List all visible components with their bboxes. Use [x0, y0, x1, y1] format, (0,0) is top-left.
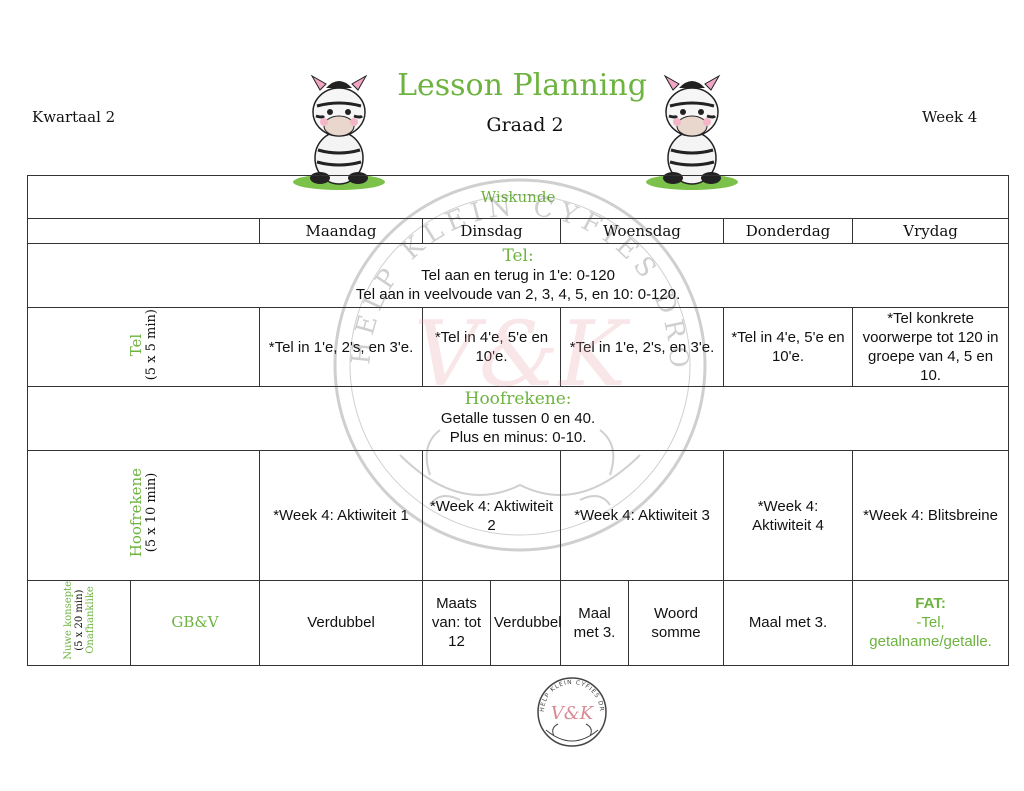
- hoofrekene-row-label: Hoofrekene(5 x 10 min): [27, 450, 260, 581]
- page-title: Lesson Planning: [397, 68, 647, 103]
- konsepte-tuesday-b: Verdubbel: [490, 580, 562, 666]
- subject-title: Wiskunde: [26, 175, 1010, 219]
- hoofrekene-line: Getalle tussen 0 en 40.: [440, 410, 596, 427]
- logo-initials: V&K: [551, 703, 595, 724]
- day-thursday: Donderdag: [723, 218, 853, 244]
- konsepte-duration: (5 x 20 min): [73, 589, 85, 651]
- day-monday: Maandag: [259, 218, 423, 244]
- konsepte-independent: Onafhanklike: [84, 586, 96, 655]
- day-friday: Vrydag: [851, 218, 1010, 244]
- tel-title: Tel:: [502, 246, 534, 266]
- tel-row-label: Tel(5 x 5 min): [27, 307, 260, 387]
- day-tuesday: Dinsdag: [422, 218, 561, 244]
- zebra-left-icon: [293, 74, 385, 190]
- hoofrekene-title: Hoofrekene:: [464, 389, 572, 409]
- tel-line: Tel aan en terug in 1'e: 0-120: [421, 267, 615, 284]
- hoofrekene-label: Hoofrekene: [127, 468, 145, 558]
- zebra-right-icon: [646, 74, 738, 190]
- hoofrekene-line: Plus en minus: 0-10.: [449, 429, 587, 446]
- konsepte-thursday: Maal met 3.: [723, 580, 853, 666]
- konsepte-monday: Verdubbel: [259, 580, 423, 666]
- hoofrekene-friday: *Week 4: Blitsbreine: [851, 450, 1010, 581]
- hoofrekene-monday: *Week 4: Aktiwiteit 1: [259, 450, 423, 581]
- fat-text: -Tel, getalname/getalle.: [869, 614, 992, 651]
- hoofrekene-overview: Hoofrekene: Getalle tussen 0 en 40. Plus…: [26, 386, 1010, 451]
- konsepte-topic: GB&V: [130, 580, 260, 666]
- brand-logo-icon: HELP KLEIN CYFIES DROOM V&K: [532, 672, 607, 747]
- day-wednesday: Woensdag: [560, 218, 724, 244]
- tel-label: Tel: [127, 333, 145, 356]
- tel-thursday: *Tel in 4'e, 5'e en 10'e.: [723, 307, 853, 387]
- tel-duration: (5 x 5 min): [144, 308, 159, 381]
- header-corner: [27, 218, 260, 244]
- konsepte-wednesday-b: Woord somme: [628, 580, 724, 666]
- tel-overview: Tel: Tel aan en terug in 1'e: 0-120 Tel …: [26, 243, 1010, 308]
- tel-monday: *Tel in 1'e, 2's, en 3'e.: [259, 307, 423, 387]
- fat-title: FAT:: [915, 595, 946, 613]
- hoofrekene-duration: (5 x 10 min): [144, 473, 159, 553]
- konsepte-label: Nuwe konsepte: [62, 581, 74, 660]
- konsepte-friday: FAT: -Tel, getalname/getalle.: [851, 580, 1010, 666]
- konsepte-tuesday-a: Maats van: tot 12: [422, 580, 491, 666]
- konsepte-wednesday-a: Maal met 3.: [560, 580, 629, 666]
- hoofrekene-tuesday: *Week 4: Aktiwiteit 2: [422, 450, 561, 581]
- week-label: Week 4: [922, 108, 978, 126]
- hoofrekene-thursday: *Week 4: Aktiwiteit 4: [723, 450, 853, 581]
- tel-wednesday: *Tel in 1'e, 2's, en 3'e.: [560, 307, 724, 387]
- tel-tuesday: *Tel in 4'e, 5'e en 10'e.: [422, 307, 561, 387]
- lesson-plan-table: Wiskunde Maandag Dinsdag Woensdag Donder…: [26, 175, 1010, 666]
- grade-label: Graad 2: [486, 114, 564, 136]
- tel-line: Tel aan in veelvoude van 2, 3, 4, 5, en …: [355, 286, 681, 303]
- quarter-label: Kwartaal 2: [32, 108, 116, 126]
- tel-friday: *Tel konkrete voorwerpe tot 120 in groep…: [851, 307, 1010, 387]
- hoofrekene-wednesday: *Week 4: Aktiwiteit 3: [560, 450, 724, 581]
- konsepte-row-label: Nuwe konsepte(5 x 20 min)Onafhanklike: [27, 580, 131, 666]
